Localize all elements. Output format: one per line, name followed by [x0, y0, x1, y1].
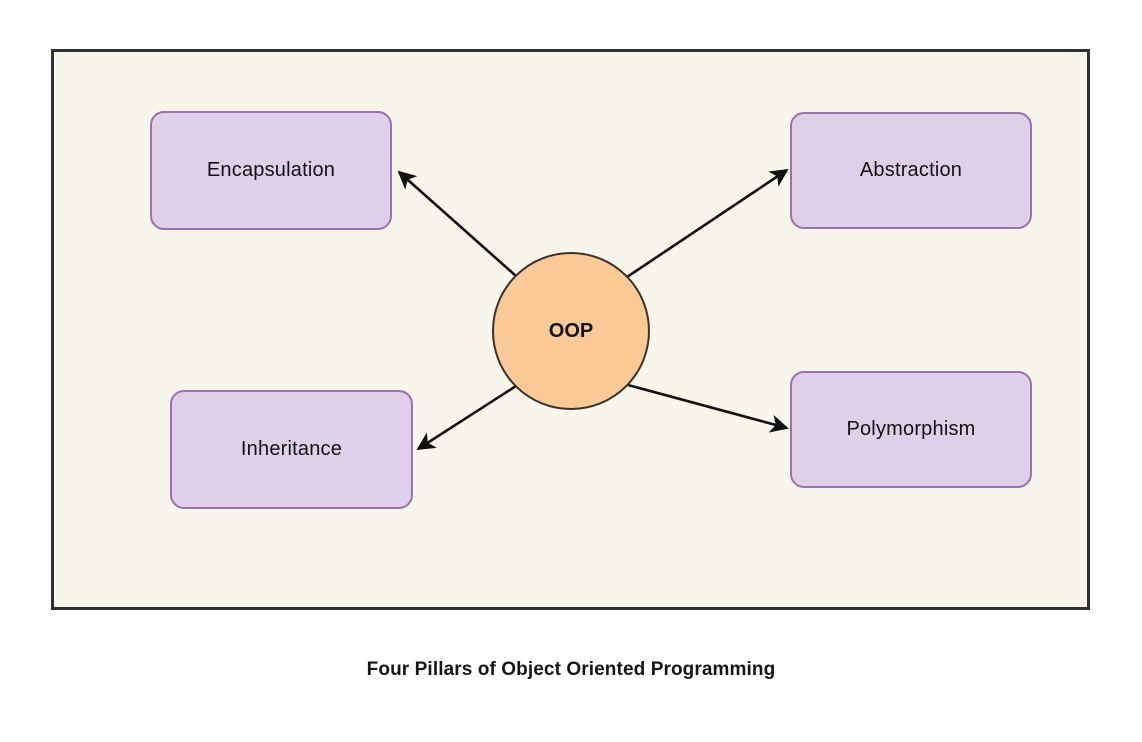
node-polymorphism-label: Polymorphism [846, 418, 976, 440]
node-encapsulation[interactable]: Encapsulation [150, 111, 392, 230]
node-abstraction-label: Abstraction [859, 159, 963, 181]
node-abstraction[interactable]: Abstraction [790, 112, 1032, 229]
node-encapsulation-label: Encapsulation [206, 159, 336, 181]
node-inheritance[interactable]: Inheritance [170, 390, 413, 509]
node-polymorphism[interactable]: Polymorphism [790, 371, 1032, 488]
node-oop-center[interactable]: OOP [492, 252, 650, 410]
node-inheritance-label: Inheritance [240, 438, 343, 460]
diagram-caption: Four Pillars of Object Oriented Programm… [366, 659, 776, 680]
node-oop-label: OOP [548, 319, 594, 342]
